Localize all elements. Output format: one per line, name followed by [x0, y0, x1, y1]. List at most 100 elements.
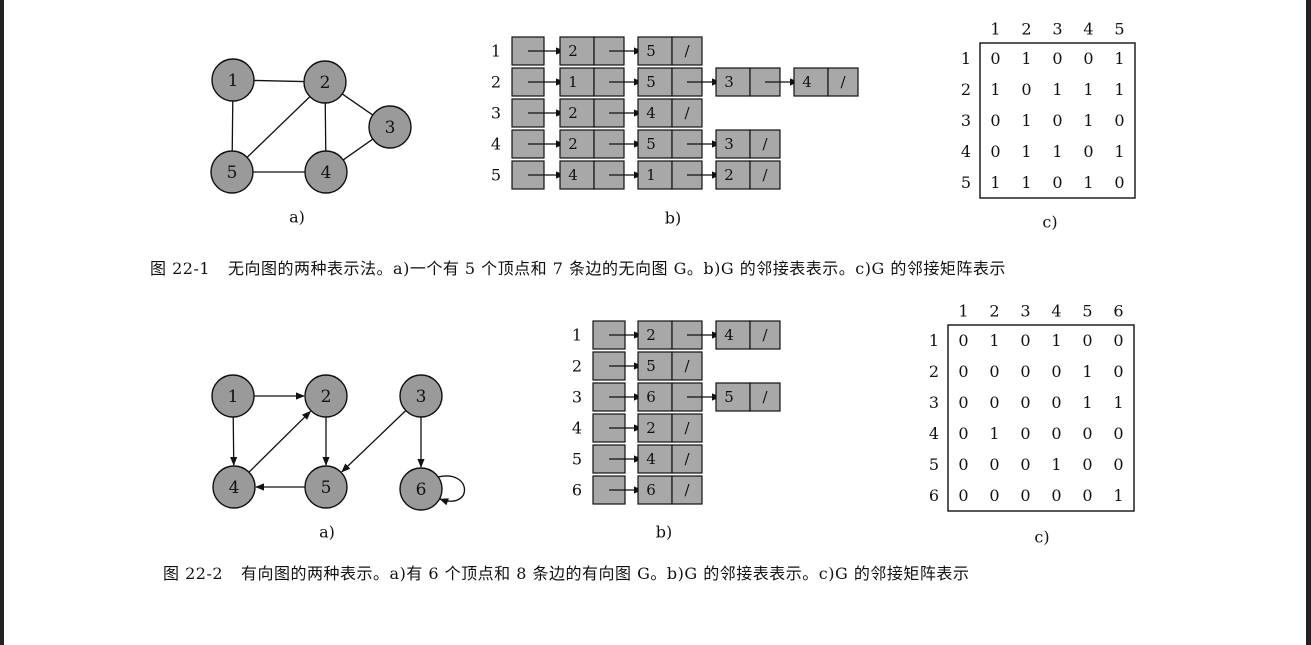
- fig2-matrix-cell-4-4: 0: [1051, 424, 1061, 443]
- fig1-matrix-cell-3-1: 0: [990, 111, 1000, 130]
- figure-22-1-number: 图 22-1: [150, 259, 211, 278]
- fig2-graph-node-5: [304, 465, 348, 509]
- fig2-matrix-cell-6-6: 1: [1113, 486, 1123, 505]
- fig2-matrix-cell-1-4: 1: [1051, 331, 1061, 350]
- fig1-graph-edge-1-5: [231, 100, 234, 152]
- fig1-matrix-col-header-5: 5: [1114, 20, 1124, 39]
- fig1-matrix-col-header-4: 4: [1083, 20, 1093, 39]
- fig1-adjlist-vertex-3: 3: [491, 104, 501, 123]
- fig2-matrix-cell-1-1: 0: [958, 331, 968, 350]
- fig2-matrix-row-header-5: 5: [929, 455, 939, 474]
- fig2-adjlist-key-1-0: [637, 320, 673, 350]
- fig1-adjlist-key-label-2-2: 3: [724, 73, 734, 91]
- fig1-adjlist-label: b): [665, 209, 681, 228]
- fig2-matrix-cell-6-5: 0: [1082, 486, 1092, 505]
- fig2-adjlist-nil-1: /: [762, 326, 768, 344]
- fig2-graph-edge-6-6: [437, 475, 466, 506]
- fig1-graph-node-label-1: 1: [228, 71, 239, 91]
- fig2-matrix-cell-4-1: 0: [958, 424, 968, 443]
- figure-22-2-number: 图 22-2: [163, 564, 224, 583]
- fig2-graph-label: a): [319, 523, 335, 542]
- fig2-matrix-row-header-4: 4: [929, 424, 939, 443]
- fig2-matrix-cell-5-5: 0: [1082, 455, 1092, 474]
- fig2-graph-node-4: [212, 465, 256, 509]
- fig1-adjlist-key-5-2: [715, 160, 751, 190]
- fig1-graph-edge-2-4: [324, 102, 327, 152]
- fig1-matrix-cell-1-5: 1: [1114, 49, 1124, 68]
- fig2-adjlist-vertex-6: 6: [572, 481, 582, 500]
- fig2-matrix-row-header-6: 6: [929, 486, 939, 505]
- fig1-adjlist-nil-3: /: [684, 104, 690, 122]
- fig1-matrix-cell-1-1: 0: [990, 49, 1000, 68]
- fig1-graph-node-3: [368, 105, 412, 149]
- fig1-adjlist-nil-4: /: [762, 135, 768, 153]
- fig2-graph-node-label-2: 2: [321, 387, 332, 407]
- fig2-adjlist-key-label-4-0: 2: [646, 419, 656, 437]
- fig2-matrix-cell-3-6: 1: [1113, 393, 1123, 412]
- fig2-matrix-cell-3-4: 0: [1051, 393, 1061, 412]
- fig1-matrix-cell-4-4: 0: [1083, 142, 1093, 161]
- fig1-matrix-col-header-3: 3: [1052, 20, 1062, 39]
- fig1-matrix-cell-3-5: 0: [1114, 111, 1124, 130]
- fig1-matrix-cell-1-4: 0: [1083, 49, 1093, 68]
- fig1-adjlist-key-label-4-1: 5: [646, 135, 656, 153]
- fig1-adjlist-vertex-1: 1: [491, 42, 501, 61]
- fig2-graph-node-6: [399, 467, 443, 511]
- fig1-matrix-cell-4-5: 1: [1114, 142, 1124, 161]
- fig1-matrix-cell-4-1: 0: [990, 142, 1000, 161]
- fig2-matrix-cell-6-3: 0: [1020, 486, 1030, 505]
- fig2-matrix-cell-1-6: 0: [1113, 331, 1123, 350]
- fig1-adjlist-key-2-1: [637, 67, 673, 97]
- fig2-adjlist-next-5-0: [671, 444, 703, 474]
- fig1-adjlist-next-4-2: [749, 129, 781, 159]
- fig1-adjlist-vertex-4: 4: [491, 135, 501, 154]
- window-border-left: [0, 0, 4, 645]
- fig1-matrix-border: [979, 42, 1136, 199]
- fig1-matrix-cell-5-5: 0: [1114, 173, 1124, 192]
- fig2-matrix-row-header-3: 3: [929, 393, 939, 412]
- fig2-adjlist-vertex-2: 2: [572, 357, 582, 376]
- fig1-matrix-cell-2-2: 0: [1021, 80, 1031, 99]
- fig2-adjlist-key-label-2-0: 5: [646, 357, 656, 375]
- fig1-adjlist-key-2-3: [793, 67, 829, 97]
- fig1-adjlist-key-label-3-0: 2: [568, 104, 578, 122]
- fig2-matrix-col-header-3: 3: [1020, 302, 1030, 321]
- fig1-adjlist-key-label-2-1: 5: [646, 73, 656, 91]
- fig1-matrix-cell-3-4: 1: [1083, 111, 1093, 130]
- fig1-matrix-cell-2-1: 1: [990, 80, 1000, 99]
- fig2-matrix-cell-4-3: 0: [1020, 424, 1030, 443]
- fig1-adjlist-key-label-2-0: 1: [568, 73, 578, 91]
- fig1-matrix-cell-5-3: 0: [1052, 173, 1062, 192]
- fig2-matrix-col-header-4: 4: [1051, 302, 1061, 321]
- fig2-graph-node-label-4: 4: [229, 478, 240, 498]
- fig2-matrix-cell-2-3: 0: [1020, 362, 1030, 381]
- fig1-matrix-cell-2-5: 1: [1114, 80, 1124, 99]
- fig1-matrix-cell-1-2: 1: [1021, 49, 1031, 68]
- fig1-graph-node-2: [303, 60, 347, 104]
- fig2-matrix-row-header-1: 1: [929, 331, 939, 350]
- fig2-matrix-cell-4-2: 1: [989, 424, 999, 443]
- fig1-adjlist-key-label-1-1: 5: [646, 42, 656, 60]
- fig1-matrix-row-header-2: 2: [961, 80, 971, 99]
- fig1-matrix-row-header-5: 5: [961, 173, 971, 192]
- fig1-matrix-cell-5-2: 1: [1021, 173, 1031, 192]
- fig2-matrix-cell-3-5: 1: [1082, 393, 1092, 412]
- fig2-adjlist-next-3-1: [749, 382, 781, 412]
- fig2-matrix-cell-4-6: 0: [1113, 424, 1123, 443]
- fig1-adjlist-key-5-1: [637, 160, 673, 190]
- fig1-adjlist-key-1-1: [637, 36, 673, 66]
- fig2-adjlist-nil-5: /: [684, 450, 690, 468]
- fig2-matrix-cell-4-5: 0: [1082, 424, 1092, 443]
- fig2-adjlist-key-3-1: [715, 382, 751, 412]
- fig1-graph-edge-2-5: [246, 96, 311, 158]
- fig2-matrix-col-header-5: 5: [1082, 302, 1092, 321]
- fig2-graph-node-label-1: 1: [228, 387, 239, 407]
- fig1-adjlist-next-1-1: [671, 36, 703, 66]
- fig1-adjlist-key-1-0: [559, 36, 595, 66]
- fig2-graph-edge-1-4: [230, 416, 238, 466]
- fig2-matrix-cell-5-3: 0: [1020, 455, 1030, 474]
- fig1-matrix-row-header-3: 3: [961, 111, 971, 130]
- fig2-graph-node-label-3: 3: [416, 387, 427, 407]
